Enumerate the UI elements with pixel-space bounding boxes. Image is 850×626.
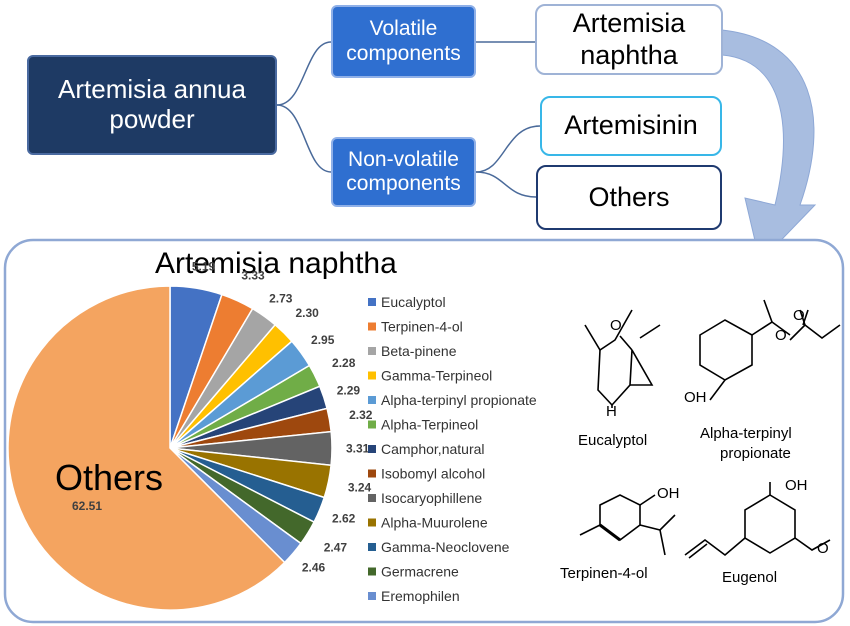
value-labels: 5.19 3.33 2.732.30 2.95 2.28 2.29 2.32 3.31 3.24…	[72, 259, 373, 574]
eucalyptol-h-atom: H	[606, 403, 617, 420]
propionate-o-atom: O	[775, 327, 787, 344]
eucalyptol-name: Eucalyptol	[578, 432, 647, 449]
propionate-name-line2: propionate	[720, 445, 791, 462]
others-node: Others	[536, 165, 722, 230]
legend-swatch	[368, 396, 376, 404]
terpinen-oh: OH	[657, 485, 680, 502]
propionate-name-line1: Alpha-terpinyl	[700, 425, 792, 442]
legend-swatch	[368, 420, 376, 429]
value-label: 2.62	[332, 511, 356, 525]
value-label: 2.95	[311, 333, 335, 347]
eugenol-methoxy-o: O	[817, 540, 829, 557]
legend-label: Eucalyptol	[381, 294, 446, 310]
pie-chart	[7, 285, 333, 611]
chart-title: Artemisia naphtha	[155, 247, 397, 280]
legend-swatch	[368, 298, 376, 306]
terpinen-name: Terpinen-4-ol	[560, 565, 648, 582]
legend-swatch	[368, 494, 376, 502]
legend-swatch	[368, 567, 376, 576]
legend-swatch	[368, 347, 376, 355]
pie-slice-others	[7, 285, 286, 611]
legend-label: Alpha-Terpineol	[381, 417, 478, 433]
eugenol-structure	[684, 482, 831, 559]
legend-label: Alpha-terpinyl propionate	[381, 392, 537, 408]
eugenol-oh: OH	[785, 477, 808, 494]
value-label: 2.30	[296, 306, 320, 320]
value-label: 3.31	[346, 442, 370, 456]
legend-label: Beta-pinene	[381, 343, 457, 359]
volatile-node: Volatile components	[331, 5, 476, 78]
propionate-carbonyl-o: O	[793, 307, 805, 324]
legend-label: Isocaryophillene	[381, 490, 482, 506]
value-label: 2.32	[349, 408, 373, 422]
legend-label: Alpha-Muurolene	[381, 515, 488, 531]
legend-label: Eremophilen	[381, 588, 460, 604]
legend-label: Gamma-Neoclovene	[381, 539, 510, 555]
legend-swatch	[368, 469, 376, 478]
value-label: 2.46	[302, 561, 326, 575]
naphtha-node: Artemisia naphtha	[535, 4, 723, 75]
propionate-oh: OH	[684, 389, 707, 406]
alpha-terpinyl-propionate-structure	[699, 299, 841, 401]
legend: EucalyptolTerpinen-4-olBeta-pineneGamma-…	[368, 294, 537, 604]
legend-label: Gamma-Terpineol	[381, 368, 492, 384]
legend-swatch	[368, 592, 376, 600]
value-label: 2.28	[332, 356, 356, 370]
legend-swatch	[368, 322, 376, 331]
value-label: 2.47	[324, 541, 348, 555]
value-label: 3.24	[348, 480, 372, 494]
others-callout: Others	[55, 457, 163, 498]
curved-arrow	[721, 29, 817, 264]
tree-connectors	[276, 41, 541, 198]
legend-swatch	[368, 445, 376, 453]
legend-label: Germacrene	[381, 564, 459, 580]
value-label: 5.19	[192, 259, 216, 273]
terpinen-4-ol-structure	[579, 494, 676, 556]
legend-swatch	[368, 371, 376, 380]
value-label: 62.51	[72, 499, 102, 513]
value-label: 2.29	[337, 383, 361, 397]
artemisinin-node: Artemisinin	[540, 96, 722, 156]
value-label: 3.33	[241, 268, 265, 282]
eucalyptol-structure	[584, 309, 661, 408]
legend-label: Terpinen-4-ol	[381, 319, 463, 335]
eucalyptol-o-atom: O	[610, 317, 622, 334]
legend-swatch	[368, 543, 376, 551]
legend-label: Isobomyl alcohol	[381, 466, 485, 482]
legend-label: Camphor,natural	[381, 441, 485, 457]
root-node: Artemisia annua powder	[27, 55, 277, 155]
nonvolatile-node: Non-volatile components	[331, 137, 476, 207]
value-label: 2.73	[269, 291, 293, 305]
eugenol-name: Eugenol	[722, 569, 777, 586]
legend-swatch	[368, 518, 376, 527]
